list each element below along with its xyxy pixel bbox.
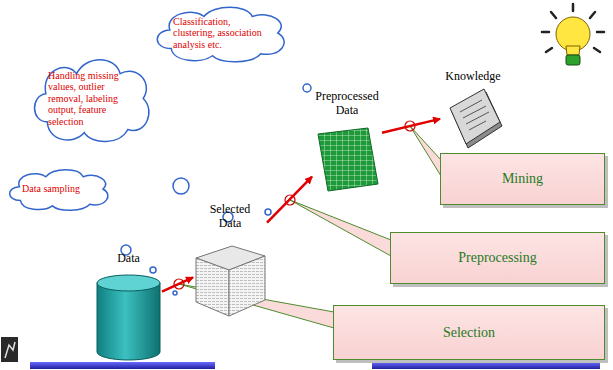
footer-bar (372, 362, 600, 369)
step-callout: Mining (440, 153, 605, 205)
lightbulb (542, 4, 604, 65)
cloud-note: Classification, clustering, association … (173, 16, 269, 51)
thought-cloud: Data sampling (4, 166, 114, 212)
stage-label: Knowledge (440, 70, 506, 84)
data-stage: Preprocessed Data (312, 90, 382, 192)
step-label: Selection (443, 325, 495, 341)
step-label: Preprocessing (458, 250, 537, 266)
stage-label: Selected Data (204, 203, 256, 231)
stage-label: Preprocessed Data (312, 90, 382, 118)
cloud-note: Handling missing values, outlier removal… (48, 70, 136, 128)
thought-cloud: Handling missing values, outlier removal… (28, 52, 156, 145)
flow-arrow (382, 119, 440, 133)
step-callout: Selection (333, 305, 605, 360)
selected-data-stack (196, 246, 265, 316)
cloud-note: Data sampling (22, 183, 80, 195)
callout-pointers (179, 126, 441, 328)
data-stage: Selected Data (193, 203, 267, 318)
flow-arrow (162, 277, 193, 291)
database-cylinder (97, 275, 160, 360)
thought-bubbles (121, 84, 311, 295)
thought-cloud: Classification, clustering, association … (150, 2, 292, 64)
preprocessed-data-grid (318, 128, 378, 191)
footer-bar (30, 362, 215, 369)
logo-icon (1, 337, 18, 362)
stage-label: Data (95, 252, 162, 266)
flow-arrow (267, 177, 312, 223)
data-stage: Data (95, 252, 162, 362)
knowledge-book (450, 89, 502, 148)
step-label: Mining (502, 171, 543, 187)
step-callout: Preprocessing (390, 232, 605, 284)
data-stage: Knowledge (440, 70, 506, 152)
